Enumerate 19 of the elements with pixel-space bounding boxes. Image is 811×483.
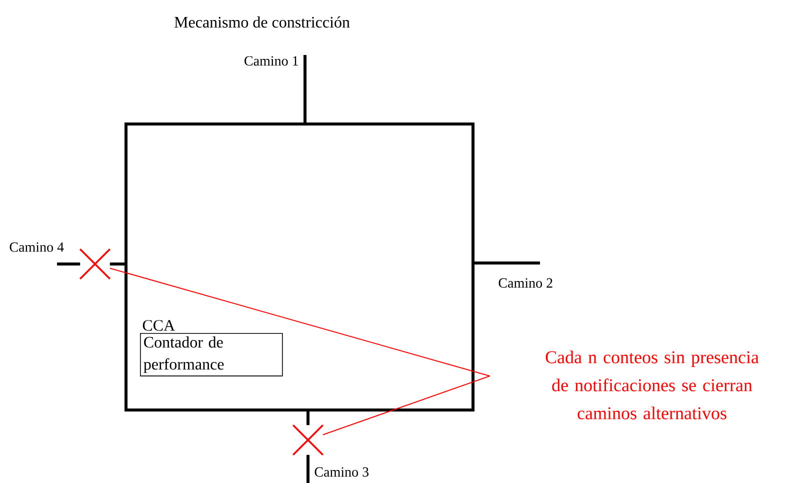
- title: Mecanismo de constricción: [174, 16, 350, 28]
- leader-line: [322, 376, 490, 436]
- path-line: [110, 262, 124, 266]
- path-line: [57, 262, 80, 266]
- leader-line: [109, 268, 490, 376]
- path-line: [474, 262, 540, 264]
- node-label: CCA: [142, 320, 175, 331]
- path-line: [306, 454, 310, 483]
- path-line: [304, 55, 306, 122]
- path-label: Camino 4: [10, 242, 64, 252]
- frame-box: [124, 122, 474, 412]
- cross-mark: [292, 424, 324, 456]
- path-label: Camino 1: [244, 56, 298, 66]
- note-text: Cada n conteos sin presencia de notificaciones se cierran caminos alternativos: [546, 350, 759, 420]
- counter-box: CCA Contador de performance: [140, 320, 283, 376]
- path-line: [306, 412, 310, 426]
- cross-mark: [79, 248, 111, 280]
- path-label: Camino 2: [498, 278, 552, 288]
- path-label: Camino 3: [314, 467, 368, 477]
